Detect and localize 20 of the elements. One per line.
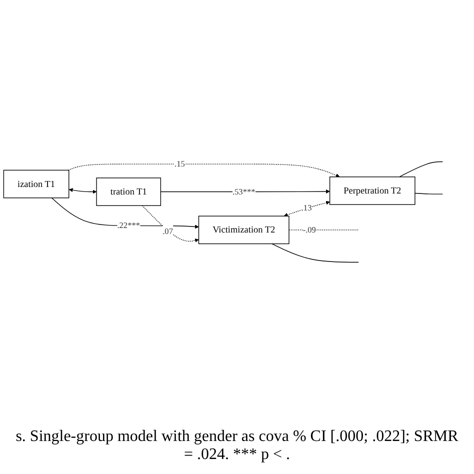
node-box: Victimization T2 <box>198 216 290 244</box>
edge-label: .07 <box>162 226 173 236</box>
node-box: Perpetration T2 <box>329 176 416 205</box>
arrow <box>68 164 340 178</box>
edge-label: .53*** <box>232 186 256 196</box>
node-box: ization T1 <box>3 170 70 198</box>
arrow <box>51 198 199 229</box>
edge-label: -.09 <box>302 225 316 234</box>
arrow <box>160 189 330 194</box>
arrow <box>284 200 330 217</box>
connector <box>272 243 359 263</box>
edge-label: .15 <box>174 159 185 168</box>
node-box: tration T1 <box>96 178 162 206</box>
arrow <box>68 188 97 194</box>
figure-caption: s. Single-group model with gender as cova % CI [.000; .022]; SRMR = .024. *** p < . <box>14 427 460 465</box>
connector <box>414 192 443 194</box>
arrow <box>142 205 199 242</box>
edge-label: .22*** <box>117 220 140 230</box>
connector <box>399 161 443 178</box>
edge-label: .13 <box>301 203 312 213</box>
